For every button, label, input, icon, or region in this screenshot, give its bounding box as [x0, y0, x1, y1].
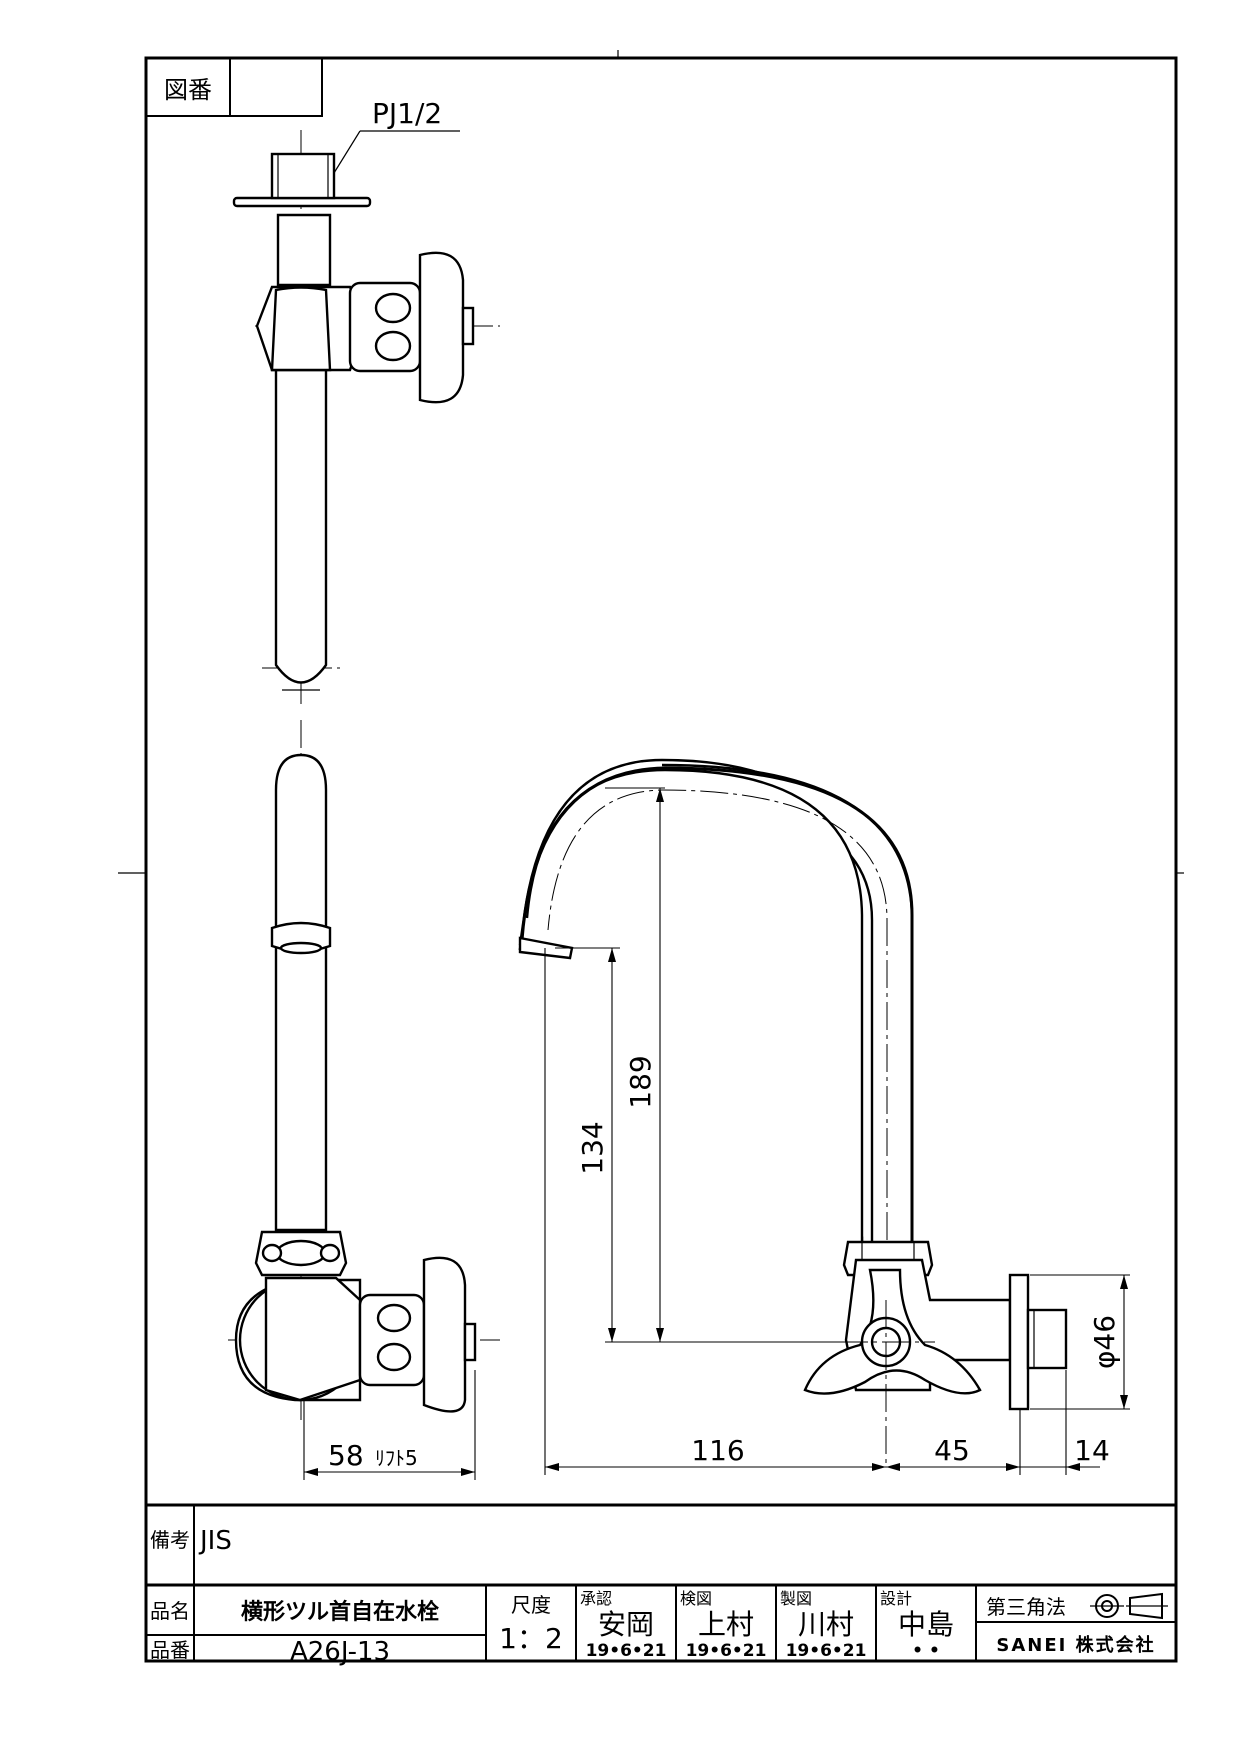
outlet-height-dimension: 134: [576, 1121, 609, 1174]
approved-label: 承認: [580, 1589, 612, 1608]
checked-name: 上村: [698, 1608, 754, 1641]
approved-date: 19•6•21: [586, 1641, 667, 1661]
scale-value: 1：2: [499, 1622, 563, 1655]
third-angle-projection-symbol: [1090, 1592, 1168, 1620]
valve-offset-dimension: 45: [934, 1434, 970, 1467]
spout-height-dimension: 189: [624, 1055, 657, 1108]
projection-method-label: 第三角法: [986, 1595, 1066, 1619]
thread-callout: PJ1/2: [372, 97, 442, 130]
front-view: 134 189 116 45 14 φ46: [518, 758, 1130, 1475]
flange-diameter-dimension: φ46: [1088, 1315, 1121, 1369]
drawing-number-box: 図番: [145, 57, 323, 117]
handle-lift-note: ﾘﾌﾄ5: [375, 1446, 418, 1470]
approved-name: 安岡: [598, 1608, 654, 1641]
drawing-number-label: 図番: [164, 76, 212, 104]
design-name: 中島: [898, 1608, 954, 1641]
top-view: PJ1/2: [232, 97, 500, 705]
design-date: • •: [912, 1641, 940, 1661]
product-name-value: 横形ツル首自在水栓: [241, 1599, 439, 1625]
scale-label: 尺度: [511, 1593, 551, 1617]
flange-thickness-dimension: 14: [1074, 1434, 1110, 1467]
company-name: SANEI 株式会社: [996, 1634, 1155, 1656]
side-view: 58 ﾘﾌﾄ5: [228, 720, 500, 1480]
product-number-label: 品番: [150, 1638, 190, 1662]
product-number-value: A26J-13: [290, 1637, 390, 1667]
design-label: 設計: [880, 1589, 912, 1608]
remarks-label: 備考: [150, 1528, 190, 1552]
checked-label: 検図: [680, 1589, 712, 1608]
title-block: 備考 JIS 品名 横形ツル首自在水栓 品番 A26J-13 尺度 1：2 承認…: [146, 1503, 1176, 1667]
product-name-label: 品名: [150, 1599, 190, 1623]
drawn-name: 川村: [798, 1608, 854, 1641]
drawn-label: 製図: [780, 1589, 812, 1608]
drawn-date: 19•6•21: [786, 1641, 867, 1661]
remarks-value: JIS: [198, 1526, 232, 1556]
checked-date: 19•6•21: [686, 1641, 767, 1661]
drawing-border: [144, 56, 1178, 1663]
spout-reach-dimension: 116: [691, 1434, 744, 1467]
handle-projection-dimension: 58: [328, 1439, 364, 1472]
